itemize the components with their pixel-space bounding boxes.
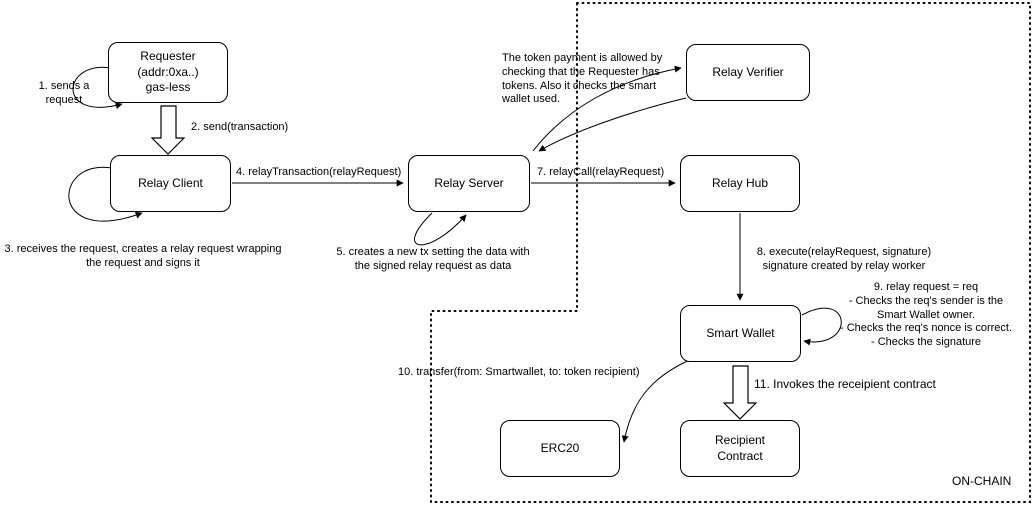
node-erc20: ERC20 <box>500 420 620 477</box>
arrow-step5-loop <box>414 212 467 246</box>
arrow-step11-block <box>722 365 758 420</box>
arrow-step1-loop <box>72 66 123 110</box>
annotation-step3: 3. receives the request, creates a relay… <box>4 243 282 269</box>
arrow-server-to-verifier <box>532 65 682 152</box>
annotation-step10: 10. transfer(from: Smartwallet, to: toke… <box>398 366 640 378</box>
node-relay-verifier: Relay Verifier <box>686 44 810 101</box>
arrow-step3-loop <box>68 166 143 222</box>
node-relay-client: Relay Client <box>110 155 231 212</box>
arrow-step2-block <box>150 105 186 155</box>
node-relay-hub: Relay Hub <box>680 155 800 212</box>
arrow-step9-loop <box>801 307 842 346</box>
arrow-step10 <box>621 358 693 443</box>
annotation-step11: 11. Invokes the receipient contract <box>754 377 936 391</box>
annotation-step4: 4. relayTransaction(relayRequest) <box>236 166 402 178</box>
annotation-step5: 5. creates a new tx setting the data wit… <box>336 246 530 272</box>
node-requester: Requester (addr:0xa..) gas-less <box>108 42 228 103</box>
annotation-verifier-note: The token payment is allowed by checking… <box>502 52 663 106</box>
node-recipient-contract: Recipient Contract <box>680 420 800 477</box>
annotation-step8: 8. execute(relayRequest, signature) sign… <box>756 246 932 272</box>
on-chain-boundary <box>430 2 1031 503</box>
arrow-verifier-to-server <box>538 97 687 152</box>
node-smart-wallet: Smart Wallet <box>680 305 801 362</box>
node-relay-server: Relay Server <box>408 155 530 212</box>
annotation-step7: 7. relayCall(relayRequest) <box>537 166 665 178</box>
annotation-step2: 2. send(transaction) <box>191 121 289 133</box>
annotation-step9: 9. relay request = req - Checks the req'… <box>839 281 1013 348</box>
on-chain-label: ON-CHAIN <box>952 474 1012 488</box>
annotation-step1: 1. sends a request <box>38 80 90 106</box>
